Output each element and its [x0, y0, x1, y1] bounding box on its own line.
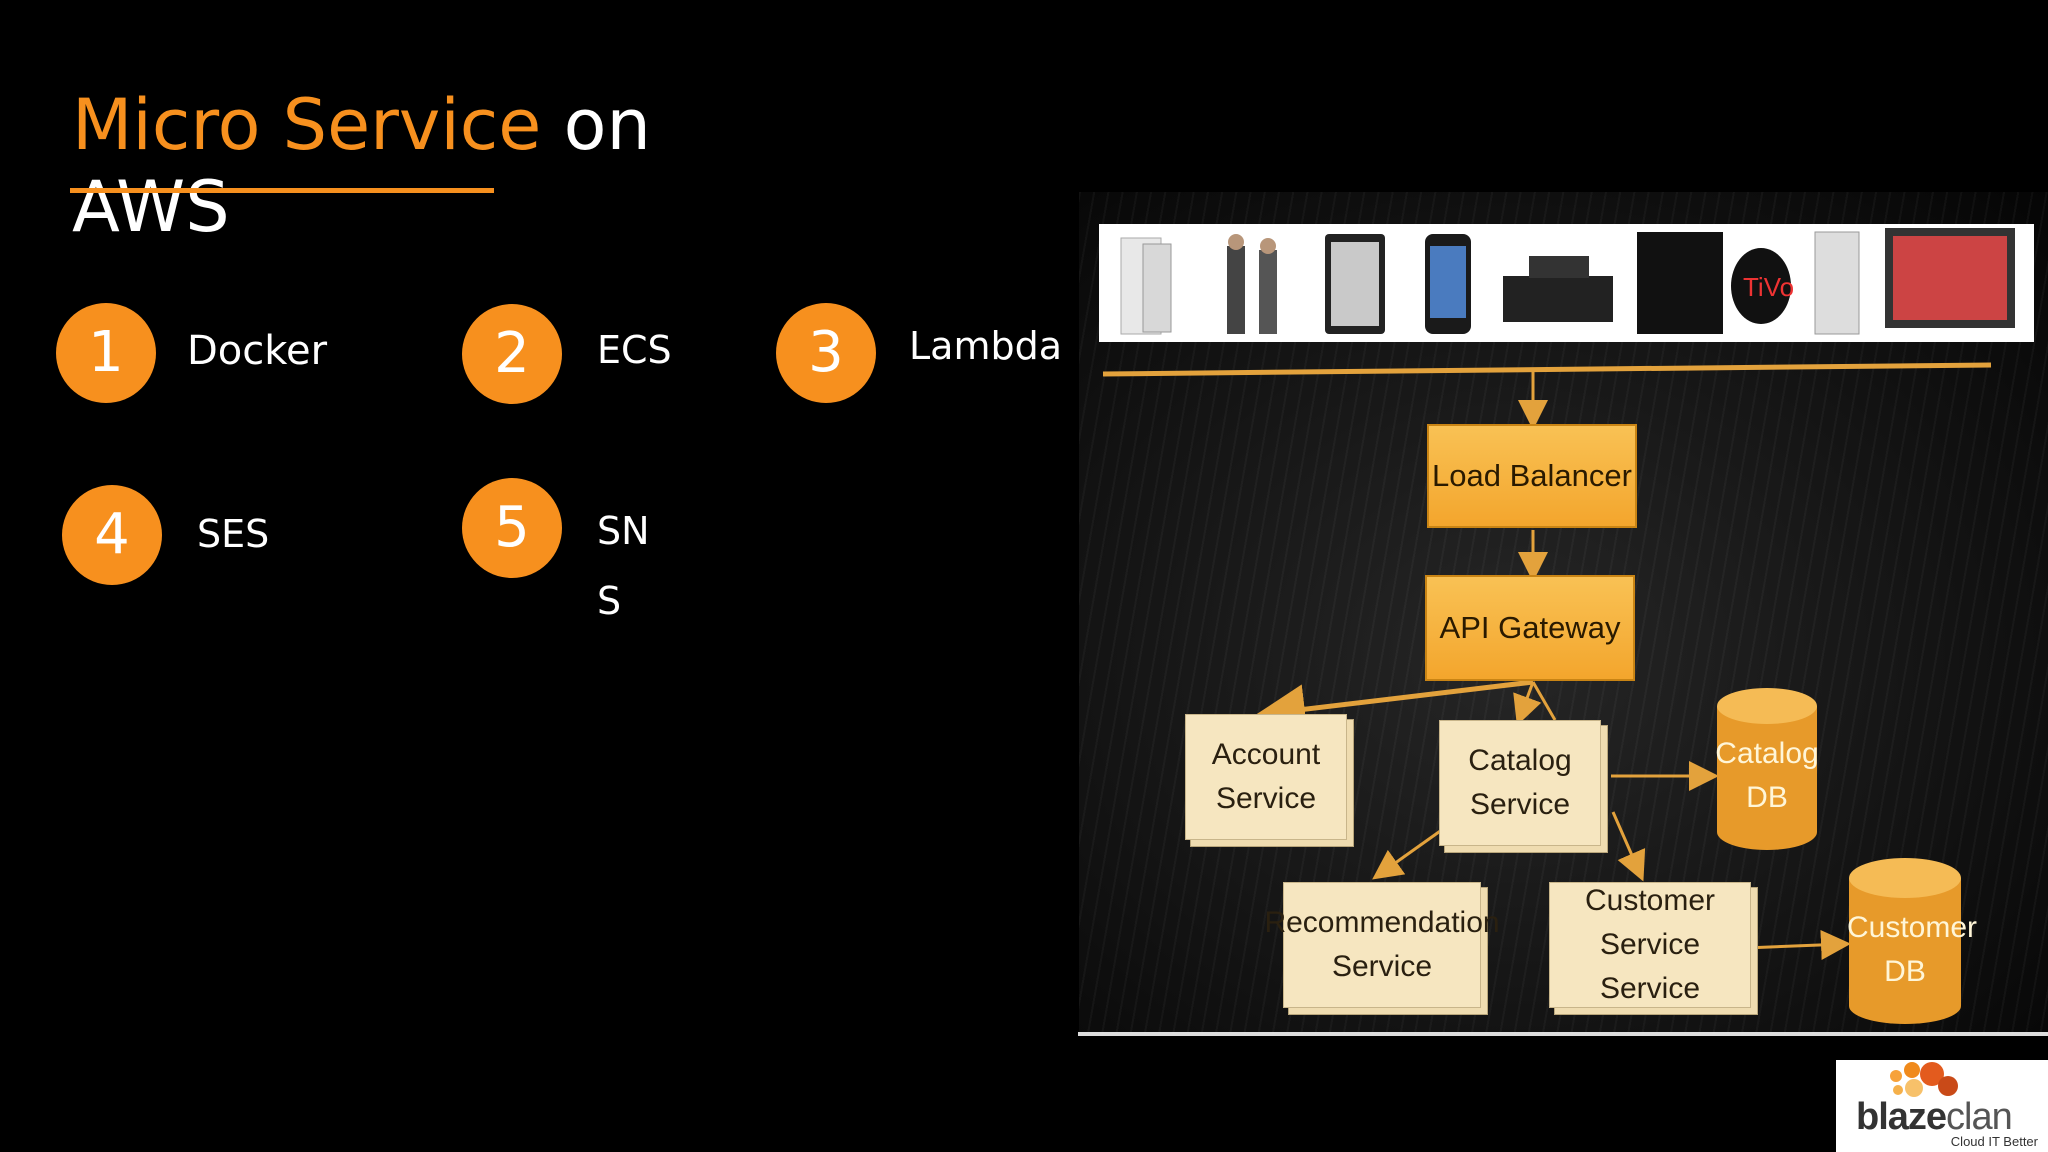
item-label: ECS — [597, 328, 672, 372]
customer-service-box: Customer Service Service — [1549, 882, 1751, 1008]
number-badge: 1 — [56, 303, 156, 403]
architecture-diagram: TiVo Load Balancer API Gateway Account S… — [1079, 192, 2048, 1034]
item-label: SES — [197, 512, 270, 556]
number-badge: 2 — [462, 304, 562, 404]
logo-wordmark: blazeclan — [1856, 1096, 2013, 1138]
number-badge: 4 — [62, 485, 162, 585]
diagram-connectors — [1102, 362, 1992, 960]
device-strip: TiVo — [1099, 224, 2034, 342]
catalog-service-box: Catalog Service — [1439, 720, 1601, 846]
slide-title-rest: on AWS — [72, 84, 651, 248]
account-service-box: Account Service — [1185, 714, 1347, 840]
number-badge: 5 — [462, 478, 562, 578]
customer-db-label: Customer DB — [1847, 911, 1978, 988]
item-label: Lambda — [909, 324, 1063, 368]
svg-text:TiVo: TiVo — [1743, 272, 1794, 302]
item-label: Docker — [187, 328, 328, 374]
diagram-baseline — [1078, 1032, 2048, 1036]
catalog-db-cylinder: Catalog DB — [1715, 686, 1819, 852]
catalog-db-label: Catalog DB — [1715, 737, 1819, 814]
load-balancer-box: Load Balancer — [1427, 424, 1637, 528]
title-underline — [70, 188, 494, 193]
slide-title-highlight: Micro Service — [72, 84, 542, 166]
item-label: SN S — [597, 509, 650, 623]
number-badge: 3 — [776, 303, 876, 403]
slide-title: Micro Service on AWS — [72, 84, 712, 248]
api-gateway-box: API Gateway — [1425, 575, 1635, 681]
recommendation-service-box: Recommendation Service — [1264, 882, 1500, 1008]
logo-mark-icon — [1890, 1062, 1958, 1097]
blazeclan-logo: blazeclan Cloud IT Better — [1836, 1060, 2048, 1152]
logo-tagline: Cloud IT Better — [1950, 1134, 2038, 1149]
client-devices-graphic: TiVo — [1120, 228, 2015, 335]
customer-db-cylinder: Customer DB — [1847, 856, 1978, 1028]
